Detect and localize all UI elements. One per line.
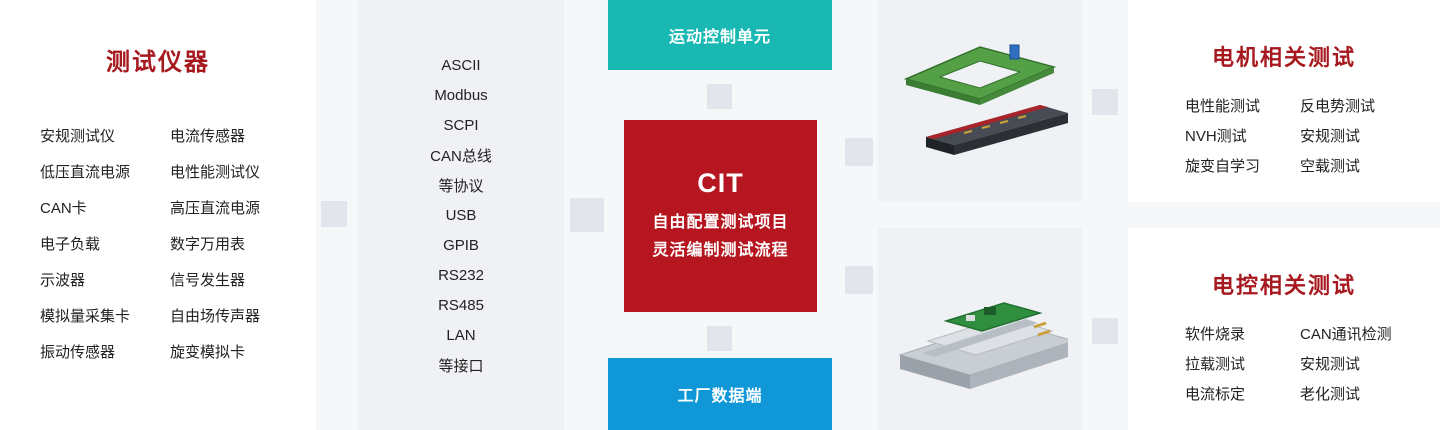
connector-node [1092, 318, 1118, 344]
instrument-item: 电流传感器 [170, 127, 246, 145]
protocol-item: Modbus [434, 86, 488, 104]
protocol-item: SCPI [443, 116, 479, 134]
connector-node [1092, 89, 1118, 115]
instrument-item: 旋变模拟卡 [170, 343, 246, 361]
protocol-item: CAN总线 [430, 147, 492, 165]
cit-feature-line-1: 自由配置测试项目 [652, 213, 789, 231]
motor-tests-column-2: 反电势测试 安规测试 空载测试 [1300, 90, 1375, 180]
controller-tests-list: 软件烧录 拉载测试 电流标定 CAN通讯检测 安规测试 老化测试 [1128, 318, 1440, 408]
test-instruments-column-2: 电流传感器 电性能测试仪 高压直流电源 数字万用表 信号发生器 自由场传声器 旋… [170, 117, 260, 369]
protocol-item: LAN [446, 326, 476, 344]
instrument-item: 自由场传声器 [170, 307, 261, 325]
controller-test-item: 拉载测试 [1185, 355, 1246, 373]
cit-box: CIT 自由配置测试项目 灵活编制测试流程 [624, 120, 817, 312]
connector-node [707, 84, 732, 109]
controller-tests-column-1: 软件烧录 拉载测试 电流标定 [1185, 318, 1300, 408]
instrument-item: 电子负载 [40, 235, 101, 253]
protocol-item: 等接口 [438, 357, 484, 375]
motor-test-item: 安规测试 [1300, 127, 1361, 145]
connector-node [845, 266, 873, 294]
instrument-item: 安规测试仪 [40, 127, 116, 145]
motor-test-item: 电性能测试 [1185, 97, 1261, 115]
controller-tests-column-2: CAN通讯检测 安规测试 老化测试 [1300, 318, 1392, 408]
controller-test-item: 老化测试 [1300, 385, 1361, 403]
instrument-item: CAN卡 [40, 199, 87, 217]
motion-control-label: 运动控制单元 [668, 29, 771, 46]
protocol-item: RS485 [438, 296, 484, 314]
protocol-item: GPIB [443, 236, 479, 254]
instrument-item: 高压直流电源 [170, 199, 261, 217]
connector-node [707, 326, 732, 351]
motion-control-box: 运动控制单元 [608, 0, 832, 70]
motor-tests-title: 电机相关测试 [1211, 45, 1356, 70]
test-instruments-title: 测试仪器 [106, 49, 210, 76]
controller-test-item: CAN通讯检测 [1300, 325, 1392, 343]
controller-tests-panel: 电控相关测试 软件烧录 拉载测试 电流标定 CAN通讯检测 安规测试 老化测试 [1128, 228, 1440, 430]
instrument-item: 模拟量采集卡 [40, 307, 131, 325]
motor-tests-list: 电性能测试 NVH测试 旋变自学习 反电势测试 安规测试 空载测试 [1128, 90, 1440, 180]
connector-node [570, 198, 604, 232]
motor-test-item: 旋变自学习 [1185, 157, 1261, 175]
instrument-item: 示波器 [40, 271, 86, 289]
motor-test-item: 空载测试 [1300, 157, 1361, 175]
controller-test-item: 电流标定 [1185, 385, 1246, 403]
motor-test-item: 反电势测试 [1300, 97, 1376, 115]
product-image-panel-motor [878, 0, 1082, 202]
motor-test-item: NVH测试 [1185, 127, 1247, 145]
test-instruments-list: 安规测试仪 低压直流电源 CAN卡 电子负载 示波器 模拟量采集卡 振动传感器 … [0, 117, 316, 369]
connector-node [321, 201, 347, 227]
test-instruments-panel: 测试仪器 安规测试仪 低压直流电源 CAN卡 电子负载 示波器 模拟量采集卡 振… [0, 0, 316, 430]
factory-data-label: 工厂数据端 [677, 388, 763, 405]
controller-test-item: 安规测试 [1300, 355, 1361, 373]
controller-fixture-image [898, 302, 1068, 389]
product-image-panel-controller [878, 228, 1082, 430]
instrument-item: 低压直流电源 [40, 163, 131, 181]
protocols-panel: ASCII Modbus SCPI CAN总线 等协议 USB GPIB RS2… [358, 0, 564, 430]
protocol-item: ASCII [441, 56, 481, 74]
instrument-item: 信号发生器 [170, 271, 246, 289]
protocol-item: USB [445, 206, 477, 224]
cit-feature-line-2: 灵活编制测试流程 [652, 241, 789, 259]
protocol-item: 等协议 [438, 177, 484, 195]
motor-stator-fixture-image [903, 44, 1068, 155]
instrument-item: 振动传感器 [40, 343, 116, 361]
instrument-item: 数字万用表 [170, 235, 246, 253]
protocol-item: RS232 [438, 266, 484, 284]
test-instruments-column-1: 安规测试仪 低压直流电源 CAN卡 电子负载 示波器 模拟量采集卡 振动传感器 [40, 117, 170, 369]
motor-tests-column-1: 电性能测试 NVH测试 旋变自学习 [1185, 90, 1300, 180]
factory-data-box: 工厂数据端 [608, 358, 832, 430]
instrument-item: 电性能测试仪 [170, 163, 261, 181]
controller-test-item: 软件烧录 [1185, 325, 1246, 343]
controller-tests-title: 电控相关测试 [1211, 273, 1356, 298]
connector-node [845, 138, 873, 166]
cit-title: CIT [697, 167, 744, 198]
motor-tests-panel: 电机相关测试 电性能测试 NVH测试 旋变自学习 反电势测试 安规测试 空载测试 [1128, 0, 1440, 202]
